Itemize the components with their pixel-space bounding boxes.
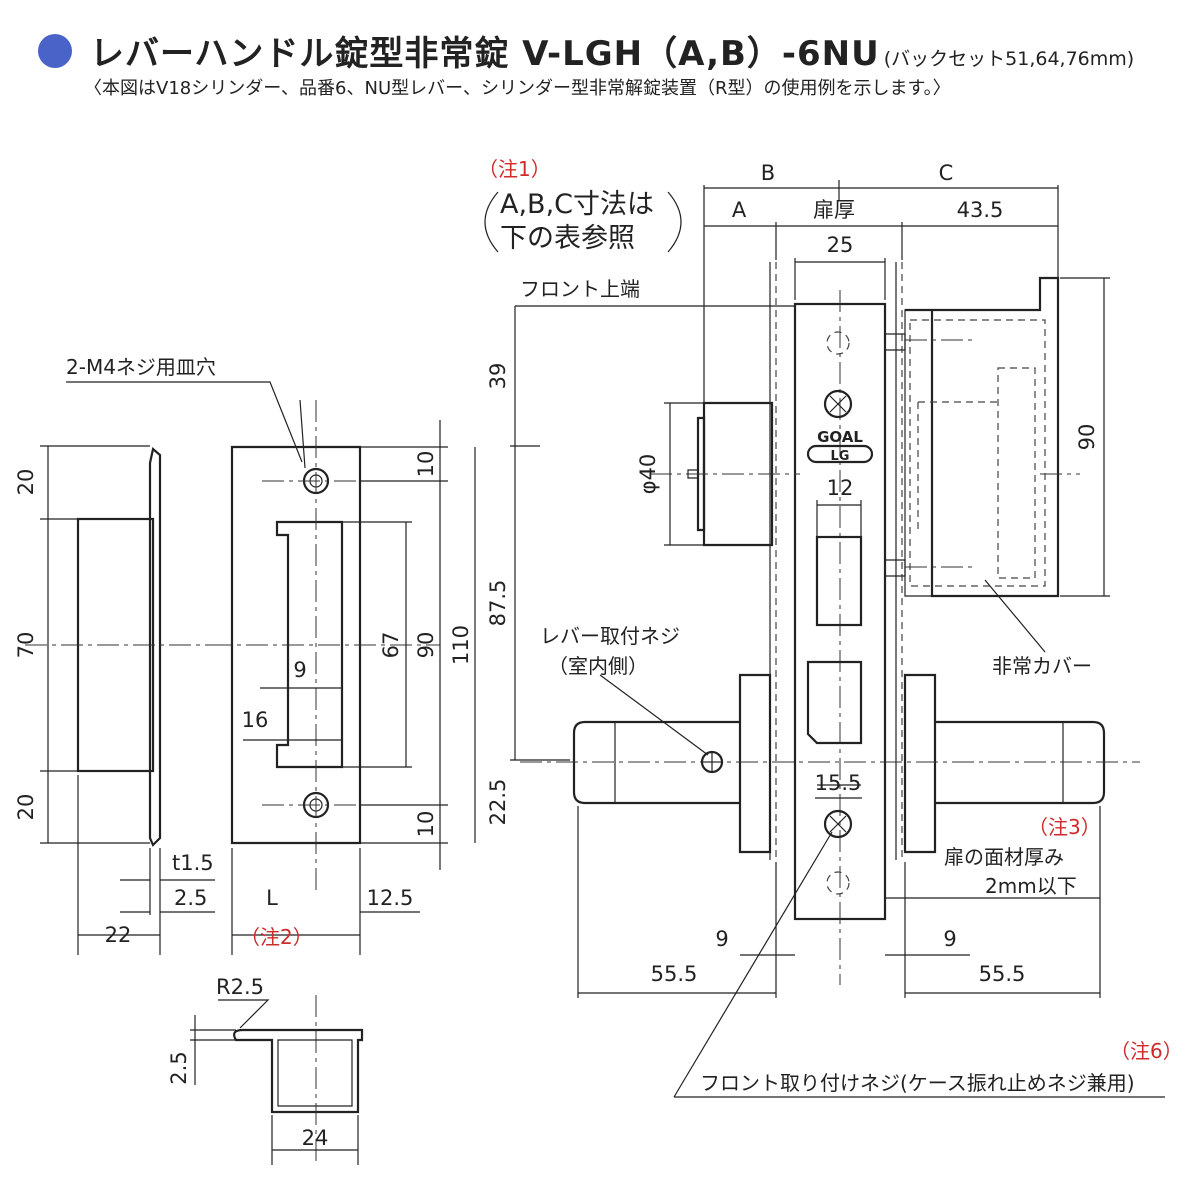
label-door-face-2: 2mm以下 xyxy=(985,874,1077,898)
label-door-face-1: 扉の面材厚み xyxy=(944,845,1064,869)
strike-top-section: R2.5 2.5 24 xyxy=(167,975,364,1165)
dim-87-5: 87.5 xyxy=(486,580,510,627)
dim-door-thickness: 扉厚 xyxy=(813,198,855,222)
label-emergency-cover: 非常カバー xyxy=(992,654,1092,678)
dim-2-5-thickness: 2.5 xyxy=(174,886,207,910)
note-1-bracket-left xyxy=(484,191,499,253)
dim-55-5-right: 55.5 xyxy=(979,962,1026,986)
dim-22: 22 xyxy=(105,923,132,947)
dim-25: 25 xyxy=(827,233,854,257)
dim-2-5-flange: 2.5 xyxy=(167,1051,191,1084)
dim-90-cover: 90 xyxy=(1075,424,1099,451)
dim-16: 16 xyxy=(242,708,269,732)
dim-A: A xyxy=(732,198,747,222)
dim-R2-5: R2.5 xyxy=(216,975,264,999)
dim-43-5: 43.5 xyxy=(957,198,1004,222)
dim-B: B xyxy=(761,161,775,185)
label-lever-screw-2: （室内側） xyxy=(548,654,648,678)
note-3: （注3） xyxy=(1028,815,1101,839)
note-1-text-1: A,B,C寸法は xyxy=(500,189,654,220)
dim-10-top: 10 xyxy=(414,451,438,478)
note-2: （注2） xyxy=(240,925,313,949)
dim-9-right: 9 xyxy=(943,927,956,951)
label-front-top: フロント上端 xyxy=(520,277,640,301)
dim-9-left: 9 xyxy=(715,927,728,951)
title-backset: (バックセット51,64,76mm) xyxy=(883,48,1135,70)
dim-L: L xyxy=(266,886,278,910)
strike-front-view: 2-M4ネジ用皿穴 L 12.5 10 10 9 16 67 90 110 （注… xyxy=(66,355,476,955)
dim-12-5: 12.5 xyxy=(367,886,414,910)
dim-t1-5: t1.5 xyxy=(172,851,214,875)
dim-110: 110 xyxy=(449,625,473,665)
dim-67: 67 xyxy=(379,632,403,659)
lock-side-view: GOAL LG xyxy=(510,180,1165,1098)
dim-phi40: φ40 xyxy=(636,454,660,495)
title-bar: レバーハンドル錠型非常錠 V-LGH（A,B）-6NU(バックセット51,64,… xyxy=(38,22,1188,102)
label-front-screw: フロント取り付けネジ(ケース振れ止めネジ兼用) xyxy=(700,1071,1135,1095)
dim-20-top: 20 xyxy=(14,469,38,496)
brand-goal: GOAL xyxy=(817,428,863,446)
dim-10-bottom: 10 xyxy=(414,811,438,838)
page-title: レバーハンドル錠型非常錠 V-LGH（A,B）-6NU(バックセット51,64,… xyxy=(90,26,1134,75)
dim-24: 24 xyxy=(302,1126,329,1150)
dim-9-strike: 9 xyxy=(293,658,306,682)
note-1-text-2: 下の表参照 xyxy=(500,223,635,254)
dim-90-strike: 90 xyxy=(414,632,438,659)
dim-39: 39 xyxy=(486,363,510,390)
note-1: （注1） xyxy=(478,157,551,181)
page-subtitle: 〈本図はV18シリンダー、品番6、NU型レバー、シリンダー型非常解錠装置（R型）… xyxy=(84,78,951,99)
dim-55-5-left: 55.5 xyxy=(651,962,698,986)
label-screw-holes: 2-M4ネジ用皿穴 xyxy=(66,355,216,379)
dim-12: 12 xyxy=(827,476,854,500)
label-lever-screw-1: レバー取付ネジ xyxy=(540,624,680,648)
dim-22-5: 22.5 xyxy=(486,779,510,826)
brand-lg: LG xyxy=(831,449,850,464)
dim-C: C xyxy=(939,161,954,185)
dim-15-5: 15.5 xyxy=(815,771,862,795)
title-main: レバーハンドル錠型非常錠 V-LGH（A,B）-6NU xyxy=(90,34,880,74)
note-6: （注6） xyxy=(1110,1039,1183,1063)
dim-70: 70 xyxy=(14,632,38,659)
dim-20-bottom: 20 xyxy=(14,794,38,821)
note-1-bracket-right xyxy=(667,191,682,253)
title-bullet-icon xyxy=(38,34,72,68)
strike-side-view: 20 70 20 22 t1.5 2.5 xyxy=(14,445,220,955)
